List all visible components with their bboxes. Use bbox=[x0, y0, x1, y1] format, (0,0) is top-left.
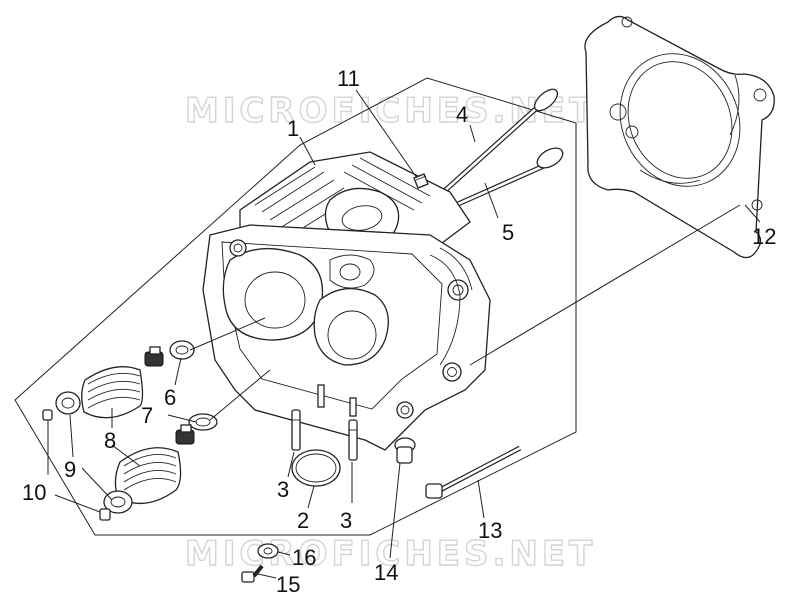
callout-8: 8 bbox=[104, 428, 116, 453]
valve-cotter-upper bbox=[42, 409, 53, 421]
cylinder-head bbox=[202, 151, 491, 451]
valve-cotter-lower bbox=[99, 508, 111, 521]
valve-spring-retainer-lower bbox=[188, 413, 218, 431]
callout-11: 11 bbox=[337, 66, 360, 91]
callout-10: 10 bbox=[22, 480, 46, 505]
spring-seat-upper bbox=[55, 391, 81, 415]
callout-3-right: 3 bbox=[340, 508, 352, 533]
callout-9: 9 bbox=[64, 457, 76, 482]
dowel-pin-right bbox=[348, 419, 358, 461]
callout-12: 12 bbox=[752, 224, 776, 249]
callout-6: 6 bbox=[164, 385, 176, 410]
spring-seat-lower bbox=[103, 490, 133, 514]
plug-bolt bbox=[394, 437, 416, 464]
callout-15: 15 bbox=[276, 572, 300, 597]
valve-spring-retainer-upper bbox=[169, 340, 195, 360]
valve-exhaust bbox=[438, 88, 559, 197]
long-bolt bbox=[425, 445, 522, 499]
valve-stem-seal-upper bbox=[144, 346, 164, 367]
callout-16: 16 bbox=[292, 545, 316, 570]
o-ring bbox=[291, 449, 341, 487]
callout-4: 4 bbox=[456, 102, 468, 127]
head-gasket bbox=[584, 15, 775, 259]
watermark-bottom: MICROFICHES.NET bbox=[185, 534, 596, 574]
valve-spring-upper bbox=[81, 366, 144, 419]
stud-bolt-top bbox=[413, 173, 429, 189]
washer bbox=[257, 543, 279, 559]
valve-stem-seal-lower bbox=[175, 424, 195, 445]
valve-spring-lower bbox=[114, 447, 182, 504]
callout-5: 5 bbox=[502, 220, 514, 245]
callout-7: 7 bbox=[141, 403, 153, 428]
callout-labels: 1 2 3 3 4 5 6 7 8 9 10 11 12 13 14 15 16 bbox=[22, 66, 776, 597]
callout-1: 1 bbox=[287, 116, 299, 141]
watermark-top: MICROFICHES.NET bbox=[185, 91, 596, 131]
small-bolt bbox=[241, 564, 264, 583]
callout-2: 2 bbox=[297, 508, 309, 533]
assembly-boundary bbox=[14, 77, 577, 536]
callout-14: 14 bbox=[374, 560, 398, 585]
callout-13: 13 bbox=[478, 518, 502, 543]
leader-lines bbox=[47, 89, 761, 579]
callout-3-left: 3 bbox=[277, 477, 289, 502]
dowel-pin-left bbox=[291, 409, 301, 451]
